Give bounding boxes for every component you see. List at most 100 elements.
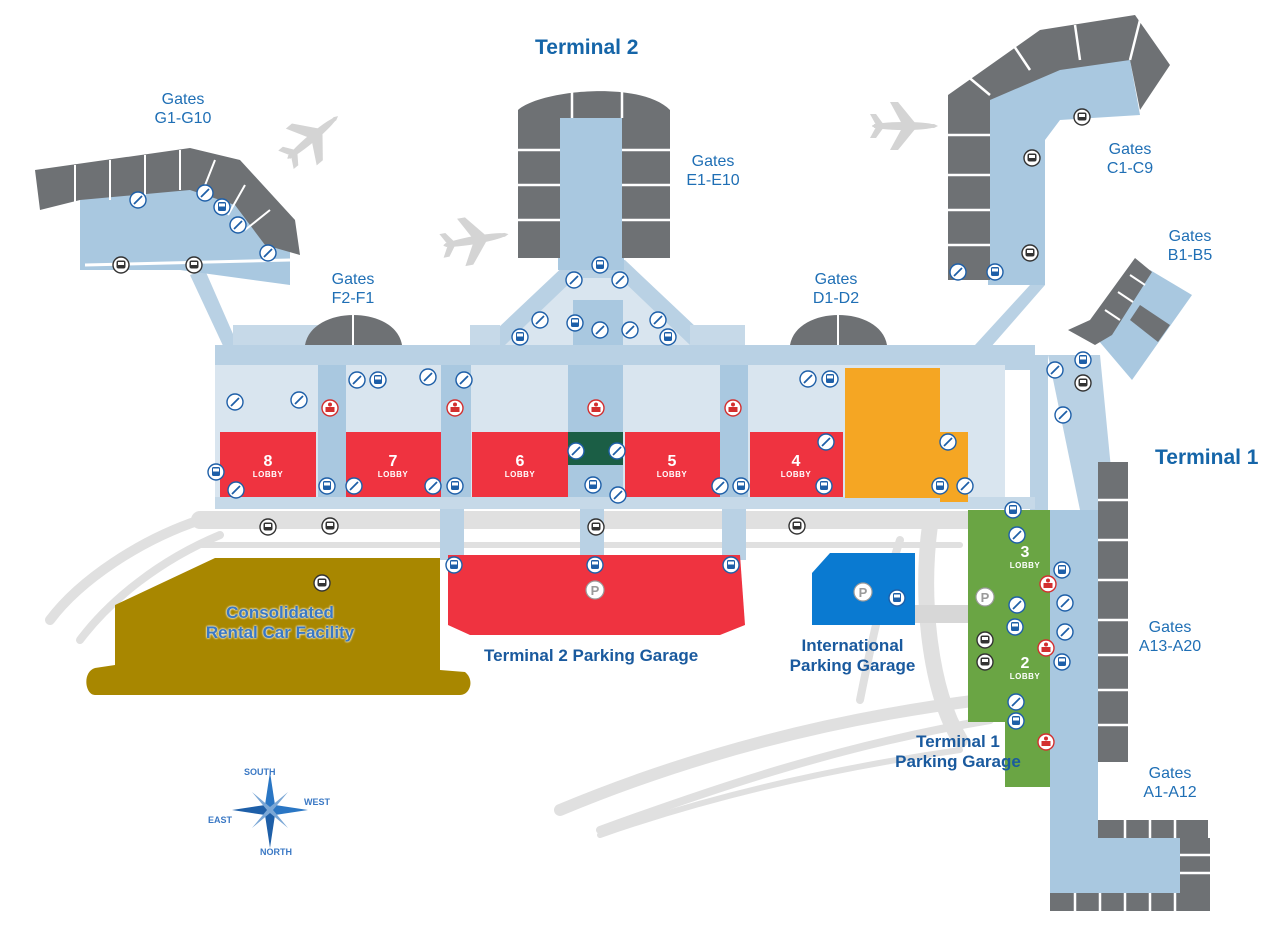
lobby-4[interactable]: 4 LOBBY: [756, 454, 836, 480]
orange-area: [845, 368, 968, 502]
lobby-2-word: LOBBY: [1009, 672, 1041, 681]
lobby-8[interactable]: 8 LOBBY: [228, 454, 308, 480]
rental-car-line2: Rental Car Facility: [205, 623, 355, 643]
restroom-icon: [608, 442, 626, 460]
gates-g-title: Gates: [161, 91, 205, 108]
bus-icon: [591, 256, 609, 274]
lobby-3-word: LOBBY: [1009, 561, 1041, 570]
bus-icon: [1053, 653, 1071, 671]
concourse-c: [948, 15, 1170, 348]
restroom-icon: [227, 481, 245, 499]
bus-icon: [815, 477, 833, 495]
bus-icon: [511, 328, 529, 346]
restroom-icon: [531, 311, 549, 329]
restroom-icon: [348, 371, 366, 389]
gates-d-title: Gates: [814, 271, 858, 288]
gates-f-label[interactable]: Gates F2-F1: [318, 270, 388, 308]
restroom-icon: [591, 321, 609, 339]
rental-car-shape: [86, 558, 471, 695]
lobby-5[interactable]: 5 LOBBY: [632, 454, 712, 480]
bus-icon: [1004, 501, 1022, 519]
lobby-7[interactable]: 7 LOBBY: [353, 454, 433, 480]
airplane-icon: [270, 97, 354, 179]
bus-icon: [986, 263, 1004, 281]
bus-icon: [318, 477, 336, 495]
bus-icon: [722, 556, 740, 574]
lobby-7-word: LOBBY: [377, 470, 409, 479]
gates-g-label[interactable]: Gates G1-G10: [148, 90, 218, 128]
bus-icon: [207, 463, 225, 481]
restroom-icon: [621, 321, 639, 339]
compass-east: EAST: [208, 815, 233, 825]
gates-a13-range: A13-A20: [1138, 638, 1202, 656]
ticketing-icon: [1037, 733, 1055, 751]
shuttle-icon: [1073, 108, 1091, 126]
terminal-2-title: Terminal 2: [535, 36, 639, 59]
bus-icon: [213, 198, 231, 216]
gates-d-label[interactable]: Gates D1-D2: [801, 270, 871, 308]
bus-icon: [1006, 618, 1024, 636]
bus-icon: [566, 314, 584, 332]
restroom-icon: [226, 393, 244, 411]
bus-icon: [888, 589, 906, 607]
lobby-6-block: [472, 432, 568, 497]
lobby-4-number: 4: [791, 453, 801, 470]
gates-d-range: D1-D2: [812, 290, 860, 308]
terminal-2-garage-label[interactable]: Terminal 2 Parking Garage: [484, 646, 699, 665]
restroom-icon: [565, 271, 583, 289]
bus-icon: [584, 476, 602, 494]
ticketing-icon: [1037, 639, 1055, 657]
lobby-5-word: LOBBY: [656, 470, 688, 479]
terminal-1-garage-label[interactable]: Terminal 1 Parking Garage: [888, 732, 1028, 773]
lobby-5-number: 5: [667, 453, 677, 470]
bus-icon: [446, 477, 464, 495]
lobby-8-number: 8: [263, 453, 273, 470]
rental-car-label[interactable]: Consolidated Rental Car Facility: [190, 603, 370, 644]
restroom-icon: [956, 477, 974, 495]
restroom-icon: [817, 433, 835, 451]
ticketing-icon: [1039, 575, 1057, 593]
gates-e-label[interactable]: Gates E1-E10: [678, 152, 748, 190]
international-garage-line2: Parking Garage: [789, 656, 916, 676]
lobby-7-number: 7: [388, 453, 398, 470]
lobby-2[interactable]: 2 LOBBY: [1005, 656, 1045, 682]
compass-rose: [232, 772, 308, 848]
restroom-icon: [799, 370, 817, 388]
restroom-icon: [229, 216, 247, 234]
gates-a13-title: Gates: [1148, 619, 1192, 636]
shuttle-icon: [976, 653, 994, 671]
bus-icon: [369, 371, 387, 389]
restroom-icon: [649, 311, 667, 329]
gates-b-range: B1-B5: [1167, 247, 1213, 265]
restroom-icon: [939, 433, 957, 451]
walkways: [440, 355, 1115, 623]
restroom-icon: [567, 442, 585, 460]
lobby-6-word: LOBBY: [504, 470, 536, 479]
rental-car-line1: Consolidated: [226, 603, 334, 622]
compass-north: NORTH: [260, 847, 292, 857]
lobby-3[interactable]: 3 LOBBY: [1005, 545, 1045, 571]
restroom-icon: [1008, 596, 1026, 614]
gates-a13-label[interactable]: Gates A13-A20: [1130, 618, 1210, 656]
compass-south: SOUTH: [244, 767, 276, 777]
international-garage-label[interactable]: International Parking Garage: [785, 636, 920, 677]
lobby-8-word: LOBBY: [252, 470, 284, 479]
terminal-1-garage-shape: [968, 510, 1050, 787]
lobby-6[interactable]: 6 LOBBY: [480, 454, 560, 480]
ticketing-icon: [587, 399, 605, 417]
lobby-5-block: [625, 432, 720, 497]
pet-relief-icon: [1074, 374, 1092, 392]
restroom-icon: [196, 184, 214, 202]
restroom-icon: [711, 477, 729, 495]
gates-b-label[interactable]: Gates B1-B5: [1155, 227, 1225, 265]
concourse-b: [1068, 258, 1192, 380]
international-garage-line1: International: [801, 636, 904, 655]
gates-c-label[interactable]: Gates C1-C9: [1095, 140, 1165, 178]
bus-icon: [659, 328, 677, 346]
restroom-icon: [1056, 623, 1074, 641]
shuttle-icon: [587, 518, 605, 536]
shuttle-icon: [1021, 244, 1039, 262]
gates-g-range: G1-G10: [154, 110, 212, 128]
gates-a1-label[interactable]: Gates A1-A12: [1135, 764, 1205, 802]
